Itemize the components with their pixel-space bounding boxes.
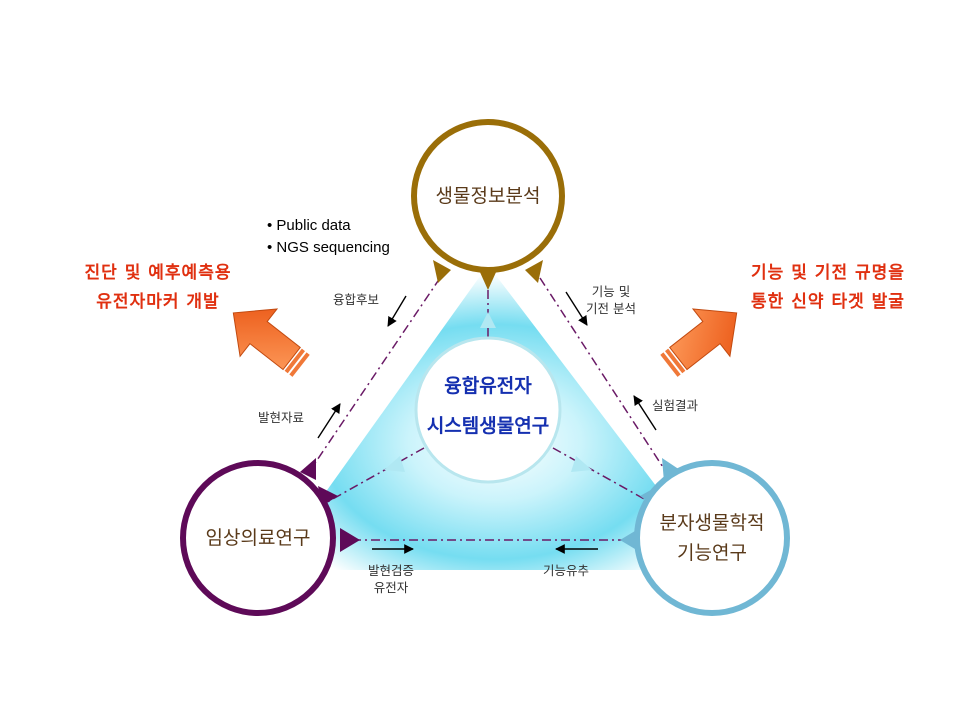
connector-center-right (571, 456, 592, 472)
arrow-experiment-results (633, 395, 657, 431)
label-expression-data: 발현자료 (258, 410, 305, 425)
molecular-label-line1: 분자생물학적 (659, 512, 765, 534)
clinical-label-text: 임상의료연구 (205, 527, 311, 549)
connector-top-mid (479, 270, 497, 290)
arrow-function-mechanism (565, 291, 588, 326)
outcome-left-line2: 유전자마커 개발 (96, 292, 220, 312)
data-sources-list: • Public data • NGS sequencing (267, 215, 390, 259)
bioinformatics-label-text: 생물정보분석 (435, 185, 541, 207)
label-validated-genes: 발현검증 유전자 (368, 562, 414, 596)
arrow-expression-data (317, 403, 341, 439)
label-validated-line1: 발현검증 (368, 563, 415, 578)
connector-top-right (525, 260, 543, 283)
edge-top-left (304, 277, 441, 479)
outcome-arrow-left (232, 308, 310, 377)
bullet-public-data: • Public data (267, 217, 351, 234)
label-function-inference: 기능유추 (543, 563, 590, 578)
connector-center-top (480, 312, 496, 328)
edge-top-right (539, 277, 671, 479)
label-experiment-results: 실험결과 (652, 398, 699, 413)
center-label-line2: 시스템생물연구 (426, 415, 550, 437)
connector-left-right (340, 528, 360, 552)
label-function-mechanism-line1: 기능 및 (591, 284, 631, 299)
outcome-left-line1: 진단 및 예후예측용 (84, 263, 232, 283)
edge-center-right (552, 447, 656, 506)
center-label: 융합유전자 시스템생물연구 (400, 366, 576, 446)
edge-center-left (321, 447, 425, 506)
bioinformatics-label: 생물정보분석 (414, 181, 562, 211)
label-validated-line2: 유전자 (373, 580, 409, 595)
outcome-right-label: 기능 및 기전 규명을 통한 신약 타겟 발굴 (722, 259, 934, 317)
outcome-right-line2: 통한 신약 타겟 발굴 (751, 292, 905, 312)
connector-center-left (384, 456, 405, 472)
molecular-label-line2: 기능연구 (677, 542, 747, 564)
clinical-label: 임상의료연구 (184, 523, 332, 553)
circle-bioinformatics (411, 119, 565, 273)
circle-clinical (180, 460, 336, 616)
center-label-line1: 융합유전자 (444, 375, 532, 397)
arrow-fusion-candidates (387, 295, 407, 327)
circle-center (414, 336, 562, 484)
label-function-mechanism-line2: 기전 분석 (586, 301, 636, 316)
outcome-arrow-right (660, 308, 738, 377)
molecular-label: 분자생물학적 기능연구 (638, 508, 786, 568)
circle-molecular (634, 460, 790, 616)
label-fusion-candidates: 융합후보 (333, 292, 380, 307)
outcome-right-line1: 기능 및 기전 규명을 (751, 263, 905, 283)
bullet-ngs-sequencing: • NGS sequencing (267, 239, 390, 256)
label-function-mechanism: 기능 및 기전 분석 (586, 283, 636, 317)
connector-left-top (300, 458, 316, 480)
outcome-left-label: 진단 및 예후예측용 유전자마커 개발 (58, 259, 258, 317)
connector-top-left (433, 260, 451, 283)
